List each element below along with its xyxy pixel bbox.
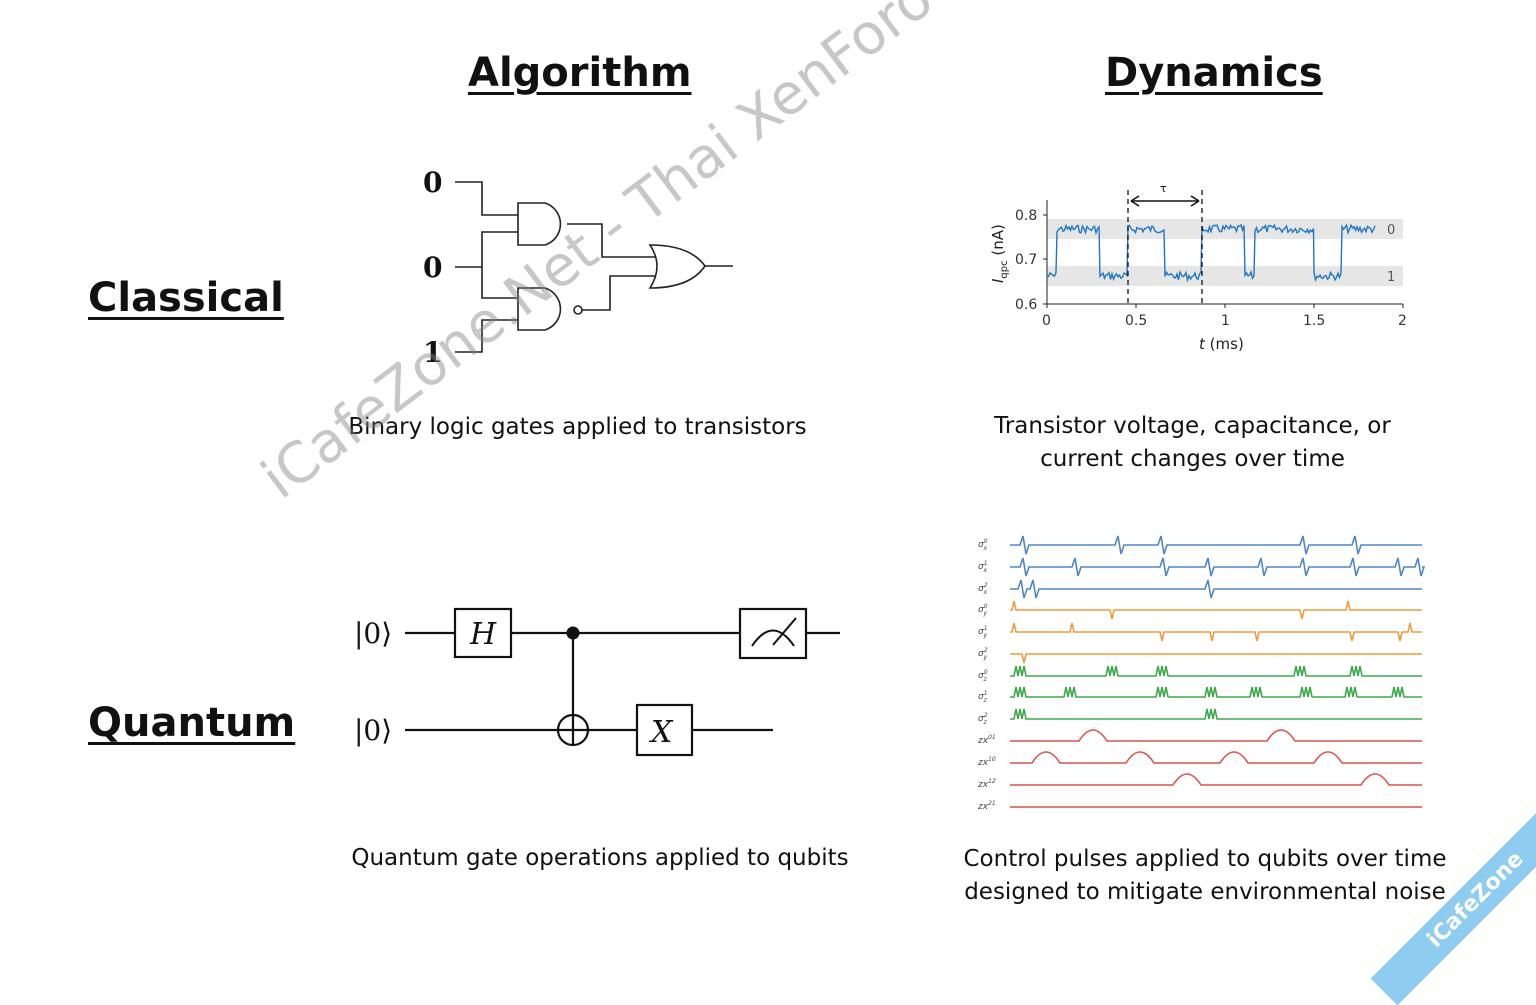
pulse-row-2 bbox=[1010, 579, 1422, 599]
quantum-dynamics-caption: Control pulses applied to qubits over ti… bbox=[930, 843, 1480, 909]
pulse-row-1 bbox=[1010, 557, 1426, 577]
telegraph-noise-plot: τ 0.8 0.7 0.6 0 0.5 1 1.5 2 0 1 t (ms) I… bbox=[989, 182, 1407, 353]
quantum-dynamics-caption-line2: designed to mitigate environmental noise bbox=[964, 879, 1446, 905]
h-gate-box bbox=[453, 607, 513, 659]
algorithm-header: Algorithm bbox=[468, 50, 692, 96]
pulse-row-6 bbox=[1010, 665, 1422, 677]
pulse-row-9 bbox=[1010, 729, 1422, 742]
classical-dynamics-caption: Transistor voltage, capacitance, or curr… bbox=[940, 410, 1445, 476]
classical-logic-circuit: 0 0 1 bbox=[423, 166, 733, 369]
pulse-row-8 bbox=[1010, 708, 1422, 720]
y-tick-06: 0.6 bbox=[1015, 297, 1037, 313]
input-label-c: 1 bbox=[423, 336, 442, 369]
y-tick-08: 0.8 bbox=[1015, 208, 1037, 224]
pulse-row-10 bbox=[1010, 751, 1422, 764]
pulse-row-11 bbox=[1010, 773, 1422, 786]
quantum-circuit: H X |0⟩ |0⟩ bbox=[354, 607, 840, 757]
ket-bottom: |0⟩ bbox=[354, 714, 392, 747]
pulse-row-3 bbox=[1010, 600, 1422, 620]
x-tick-1: 1 bbox=[1221, 313, 1230, 329]
meter-icon bbox=[751, 617, 797, 647]
cnot-control-dot bbox=[566, 626, 580, 640]
x-tick-15: 1.5 bbox=[1303, 313, 1325, 329]
telegraph-trace bbox=[1046, 223, 1376, 283]
classical-dynamics-caption-line2: current changes over time bbox=[1040, 446, 1345, 472]
measurement-box bbox=[738, 607, 808, 660]
x-tick-05: 0.5 bbox=[1125, 313, 1147, 329]
state-label-1: 1 bbox=[1387, 270, 1395, 285]
pulse-row-7 bbox=[1010, 686, 1422, 698]
x-gate-label: X bbox=[649, 715, 674, 750]
input-label-b: 0 bbox=[423, 251, 442, 284]
x-tick-2: 2 bbox=[1398, 313, 1407, 329]
pulse-row-5 bbox=[1010, 653, 1422, 664]
ket-top: |0⟩ bbox=[354, 617, 392, 650]
pulse-row-4 bbox=[1010, 622, 1422, 642]
pulse-row-label-9: zx01 bbox=[977, 734, 996, 746]
quantum-dynamics-caption-line1: Control pulses applied to qubits over ti… bbox=[963, 846, 1447, 872]
classical-dynamics-caption-line1: Transistor voltage, capacitance, or bbox=[994, 413, 1391, 439]
quantum-algorithm-caption: Quantum gate operations applied to qubit… bbox=[351, 845, 849, 871]
input-label-a: 0 bbox=[423, 166, 442, 199]
pulse-row-0 bbox=[1010, 535, 1422, 555]
quantum-header: Quantum bbox=[88, 700, 296, 746]
dynamics-header: Dynamics bbox=[1105, 50, 1323, 96]
pulse-row-label-10: zx10 bbox=[977, 756, 996, 768]
h-gate-label: H bbox=[469, 617, 497, 652]
tau-label: τ bbox=[1160, 182, 1167, 195]
y-axis-label: Iqpc (nA) bbox=[989, 224, 1010, 283]
classical-algorithm-caption: Binary logic gates applied to transistor… bbox=[348, 414, 807, 440]
x-axis-label: t (ms) bbox=[1199, 335, 1244, 353]
pulse-row-label-12: zx21 bbox=[977, 800, 996, 812]
x-tick-0: 0 bbox=[1042, 313, 1051, 329]
y-tick-07: 0.7 bbox=[1015, 252, 1037, 268]
state-label-0: 0 bbox=[1387, 223, 1395, 238]
classical-header: Classical bbox=[88, 275, 284, 321]
pulse-row-label-11: zx12 bbox=[977, 778, 996, 790]
x-gate-box bbox=[635, 703, 694, 757]
